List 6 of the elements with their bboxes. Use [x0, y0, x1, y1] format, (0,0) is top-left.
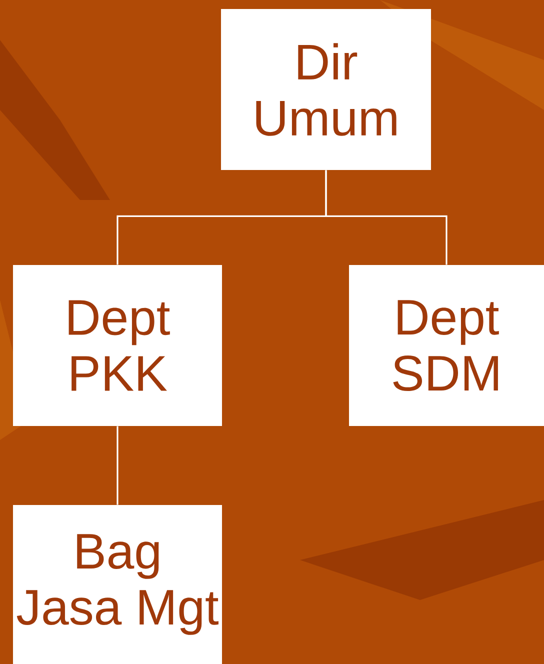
org-box: Dir Umum — [221, 9, 431, 170]
connector-line — [116, 426, 118, 505]
org-box: Dept SDM — [349, 265, 544, 426]
org-box: Dept PKK — [13, 265, 222, 426]
org-box: Bag Jasa Mgt — [13, 505, 222, 664]
connector-line — [325, 170, 448, 265]
